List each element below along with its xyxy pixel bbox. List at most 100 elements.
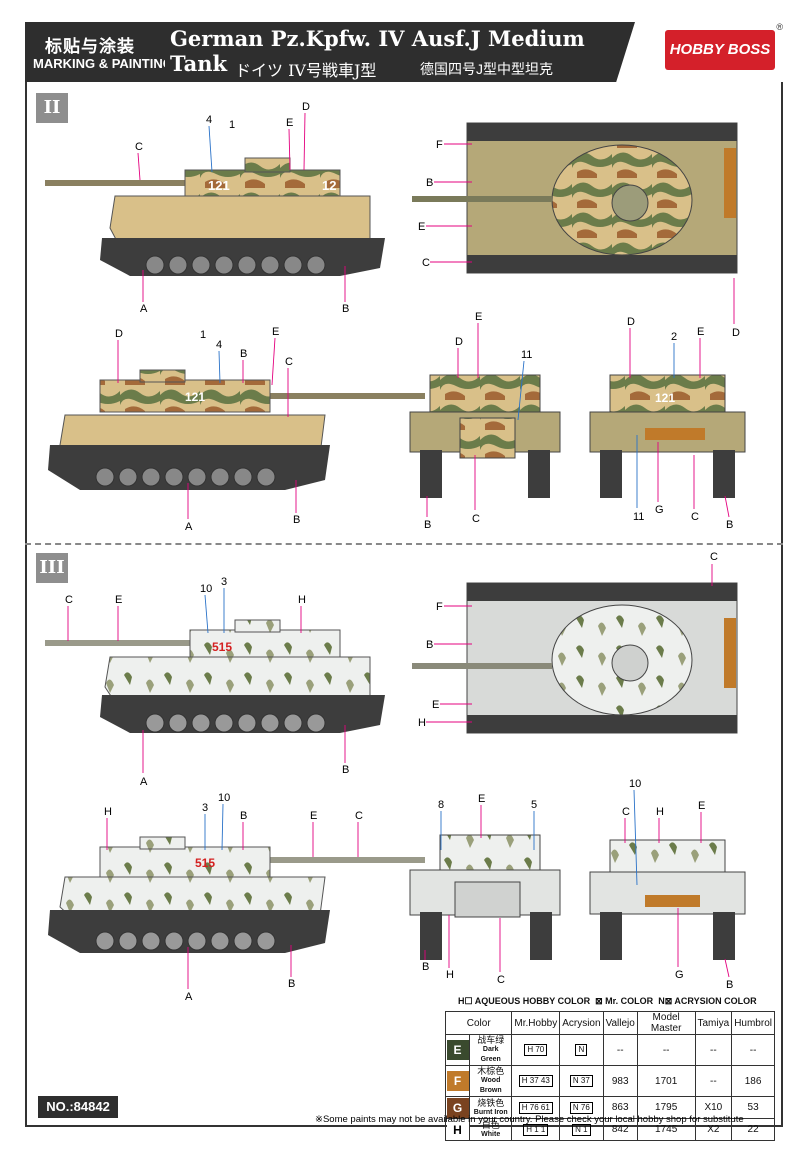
legend-header-row: Color Mr.Hobby Acrysion Vallejo Model Ma… bbox=[444, 1011, 775, 1035]
callout-d: D bbox=[115, 328, 123, 340]
track-bottom bbox=[467, 715, 737, 733]
vallejo-code: -- bbox=[602, 1034, 638, 1066]
callout-1: 1 bbox=[200, 329, 206, 341]
humbrol-code: 22 bbox=[731, 1118, 775, 1141]
callout-h: H bbox=[446, 969, 454, 981]
header: 标贴与涂装 MARKING & PAINTING German Pz.Kpfw.… bbox=[25, 22, 783, 82]
right-track bbox=[530, 912, 552, 960]
callout-b: B bbox=[240, 348, 247, 360]
turret-number: 121 bbox=[208, 178, 230, 193]
col-vallejo: Vallejo bbox=[602, 1011, 638, 1035]
callout-a: A bbox=[185, 521, 193, 533]
glacis bbox=[459, 417, 516, 459]
callout-e: E bbox=[478, 793, 485, 805]
callout-a: A bbox=[185, 991, 193, 1003]
color-name-cn: 白色 bbox=[481, 1119, 500, 1130]
legend-h-mark: H bbox=[458, 996, 465, 1006]
color-name-en: White bbox=[481, 1130, 501, 1138]
tank-top-view-ii: F B E C D bbox=[412, 122, 740, 339]
callout-b: B bbox=[342, 303, 349, 315]
callout-10: 10 bbox=[200, 583, 212, 595]
tamiya-code: -- bbox=[694, 1065, 733, 1097]
legend-header: H☐ AQUEOUS HOBBY COLOR ⊠ Mr. COLOR N⊠ AC… bbox=[458, 996, 757, 1007]
callout-b: B bbox=[426, 177, 433, 189]
col-tamiya: Tamiya bbox=[694, 1011, 733, 1035]
glacis bbox=[454, 881, 521, 918]
color-name-en: Burnt Iron bbox=[473, 1108, 508, 1116]
kit-number: NO.:84842 bbox=[38, 1096, 118, 1118]
callout-c: C bbox=[422, 257, 430, 269]
brand-logo: HOBBY BOSS bbox=[665, 30, 775, 70]
callout-b2: B bbox=[288, 978, 295, 990]
header-banner: German Pz.Kpfw. IV Ausf.J Medium Tank ドイ… bbox=[165, 22, 635, 82]
tank-front-view-iii: 8 E 5 B H C bbox=[409, 793, 561, 986]
track-bottom bbox=[467, 255, 737, 273]
cupola bbox=[244, 157, 291, 173]
callout-c: C bbox=[65, 594, 73, 606]
callout-a: A bbox=[140, 776, 148, 788]
turret bbox=[99, 846, 271, 878]
main-title: German Pz.Kpfw. IV Ausf.J Medium Tank bbox=[170, 26, 585, 76]
turret-number: 121 bbox=[185, 390, 205, 404]
turret bbox=[99, 379, 271, 413]
mrhobby-code: H 1 1 bbox=[523, 1123, 549, 1136]
callout-b: B bbox=[424, 519, 431, 531]
callout-e: E bbox=[310, 810, 317, 822]
model-master-code: 1701 bbox=[636, 1065, 696, 1097]
fuel-drum bbox=[724, 148, 736, 218]
right-track bbox=[713, 450, 735, 498]
footnote: ※Some paints may not be available in you… bbox=[315, 1114, 744, 1125]
track-top bbox=[467, 583, 737, 601]
color-name-en: Wood Brown bbox=[479, 1077, 502, 1094]
turret-front bbox=[439, 834, 541, 871]
road-wheels bbox=[95, 931, 276, 951]
callout-h: H bbox=[298, 594, 306, 606]
exhaust-muffler bbox=[645, 895, 700, 907]
callout-e: E bbox=[418, 221, 425, 233]
turret-side-number: 12 bbox=[322, 178, 336, 193]
callout-c: C bbox=[472, 513, 480, 525]
callout-e: E bbox=[286, 117, 293, 129]
track-top bbox=[467, 123, 737, 141]
col-acrysion: Acrysion bbox=[559, 1011, 604, 1035]
gun-barrel bbox=[245, 857, 425, 863]
subtitle-jp: ドイツ IV号戦車J型 bbox=[235, 61, 377, 80]
tank-side-view-left-iii: C E 10 3 H A B 515 bbox=[45, 576, 385, 788]
callout-4: 4 bbox=[216, 339, 222, 351]
callout-b: B bbox=[726, 519, 733, 531]
section-label-iii: III bbox=[36, 553, 68, 583]
col-mrhobby: Mr.Hobby bbox=[511, 1011, 561, 1035]
road-wheels bbox=[145, 255, 326, 275]
callout-b: B bbox=[240, 810, 247, 822]
tank-side-view-left-ii: C 4 1 E D A B 121 12 bbox=[45, 101, 385, 315]
header-title-cn: 标贴与涂装 bbox=[45, 37, 135, 56]
turret-rear bbox=[609, 839, 726, 873]
track bbox=[48, 445, 330, 490]
cupola bbox=[234, 619, 281, 633]
callout-d: D bbox=[627, 316, 635, 328]
legend-n-icon: ⊠ bbox=[664, 996, 675, 1006]
color-name-cn: 烧铁色 bbox=[477, 1097, 505, 1108]
callout-e: E bbox=[697, 326, 704, 338]
turret-number: 515 bbox=[195, 856, 215, 870]
acrysion-code: N 76 bbox=[569, 1101, 593, 1114]
turret-rear bbox=[609, 374, 726, 416]
callout-11: 11 bbox=[521, 349, 532, 361]
legend-square-icon: ☐ bbox=[464, 996, 475, 1006]
acrysion-code: N 37 bbox=[569, 1075, 593, 1087]
header-title-en: MARKING & PAINTING bbox=[33, 56, 173, 71]
callout-b2: B bbox=[293, 514, 300, 526]
swatch-g: G bbox=[446, 1097, 469, 1118]
swatch-e: E bbox=[446, 1040, 469, 1060]
callout-b: B bbox=[422, 961, 429, 973]
callout-d: D bbox=[455, 336, 463, 348]
color-name-en: Dark Green bbox=[480, 1046, 501, 1063]
turret bbox=[189, 629, 341, 661]
swatch-h: H bbox=[446, 1119, 469, 1140]
callout-c: C bbox=[622, 806, 630, 818]
legend-mrcolor-label: Mr. COLOR bbox=[605, 996, 654, 1006]
model-master-code: 1745 bbox=[636, 1118, 696, 1141]
